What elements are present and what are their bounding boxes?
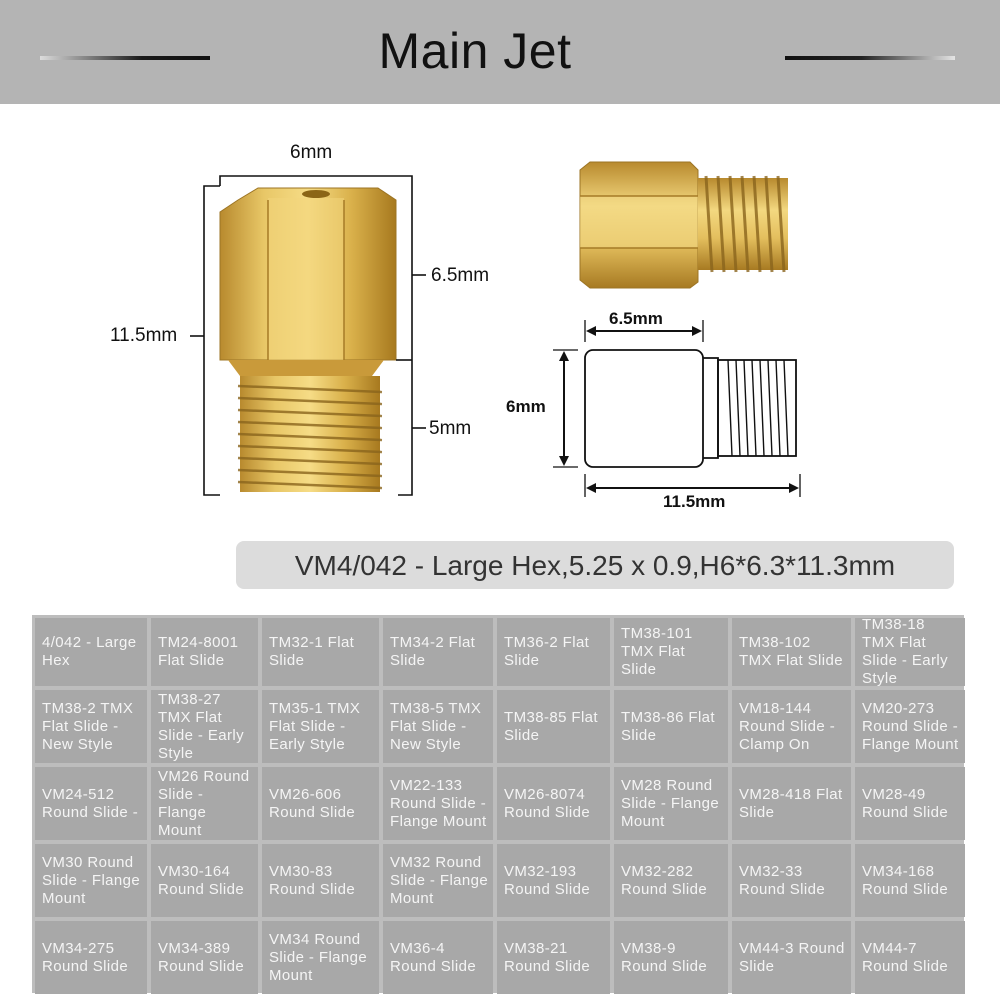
- spec-banner: VM4/042 - Large Hex,5.25 x 0.9,H6*6.3*11…: [236, 541, 954, 589]
- model-cell: VM44-3 Round Slide: [732, 921, 851, 994]
- model-cell: TM34-2 Flat Slide: [383, 618, 493, 686]
- model-cell: TM35-1 TMX Flat Slide - Early Style: [262, 690, 379, 763]
- page-title: Main Jet: [378, 23, 572, 79]
- jet-line-drawing: [553, 320, 801, 497]
- model-cell: TM38-86 Flat Slide: [614, 690, 728, 763]
- model-cell: VM34-275 Round Slide: [35, 921, 147, 994]
- model-cell: VM34 Round Slide - Flange Mount: [262, 921, 379, 994]
- jet-photo-vertical: [219, 187, 397, 492]
- model-cell: VM30-164 Round Slide: [151, 844, 258, 917]
- dim-hex-length: 6.5mm: [431, 265, 490, 286]
- header-banner: Main Jet: [0, 0, 1000, 104]
- dim-total-length: 11.5mm: [110, 325, 178, 346]
- model-cell: VM28-418 Flat Slide: [732, 767, 851, 840]
- model-cell: TM38-27 TMX Flat Slide - Early Style: [151, 690, 258, 763]
- model-cell: VM32-193 Round Slide: [497, 844, 610, 917]
- model-cell: TM38-101 TMX Flat Slide: [614, 618, 728, 686]
- model-cell: TM38-2 TMX Flat Slide - New Style: [35, 690, 147, 763]
- dim-top-width: 6mm: [290, 142, 333, 163]
- model-cell: VM34-168 Round Slide: [855, 844, 965, 917]
- model-cell: VM36-4 Round Slide: [383, 921, 493, 994]
- jet-photo-horizontal: [579, 161, 788, 289]
- model-cell: VM44-7 Round Slide: [855, 921, 965, 994]
- model-cell: VM30 Round Slide - Flange Mount: [35, 844, 147, 917]
- model-cell: VM32 Round Slide - Flange Mount: [383, 844, 493, 917]
- header-left-rule: [40, 56, 210, 60]
- model-cell: VM26 Round Slide - Flange Mount: [151, 767, 258, 840]
- dim-right-hex-length: 6.5mm: [609, 309, 663, 328]
- model-cell: VM24-512 Round Slide -: [35, 767, 147, 840]
- model-cell: TM38-85 Flat Slide: [497, 690, 610, 763]
- model-cell: VM26-606 Round Slide: [262, 767, 379, 840]
- model-cell: VM38-21 Round Slide: [497, 921, 610, 994]
- model-cell: TM38-102 TMX Flat Slide: [732, 618, 851, 686]
- dim-right-height: 6mm: [506, 397, 546, 416]
- model-cell: VM28-49 Round Slide: [855, 767, 965, 840]
- model-cell: TM36-2 Flat Slide: [497, 618, 610, 686]
- model-cell: TM32-1 Flat Slide: [262, 618, 379, 686]
- model-cell: VM32-33 Round Slide: [732, 844, 851, 917]
- dim-thread-length: 5mm: [429, 418, 472, 439]
- model-cell: VM32-282 Round Slide: [614, 844, 728, 917]
- dimension-lines-left: [190, 175, 426, 496]
- model-cell: TM38-18 TMX Flat Slide - Early Style: [855, 618, 965, 686]
- model-cell: VM18-144 Round Slide - Clamp On: [732, 690, 851, 763]
- spec-text: VM4/042 - Large Hex,5.25 x 0.9,H6*6.3*11…: [294, 550, 896, 581]
- model-cell: 4/042 - Large Hex: [35, 618, 147, 686]
- model-cell: VM22-133 Round Slide - Flange Mount: [383, 767, 493, 840]
- model-cell: VM34-389 Round Slide: [151, 921, 258, 994]
- dim-right-total-length: 11.5mm: [663, 492, 726, 511]
- model-cell: VM30-83 Round Slide: [262, 844, 379, 917]
- jet-illustrations: [190, 161, 801, 497]
- header-right-rule: [785, 56, 955, 60]
- model-cell: VM20-273 Round Slide - Flange Mount: [855, 690, 965, 763]
- model-cell: TM24-8001 Flat Slide: [151, 618, 258, 686]
- model-cell: VM28 Round Slide - Flange Mount: [614, 767, 728, 840]
- model-cell: VM38-9 Round Slide: [614, 921, 728, 994]
- model-cell: VM26-8074 Round Slide: [497, 767, 610, 840]
- model-cell: TM38-5 TMX Flat Slide - New Style: [383, 690, 493, 763]
